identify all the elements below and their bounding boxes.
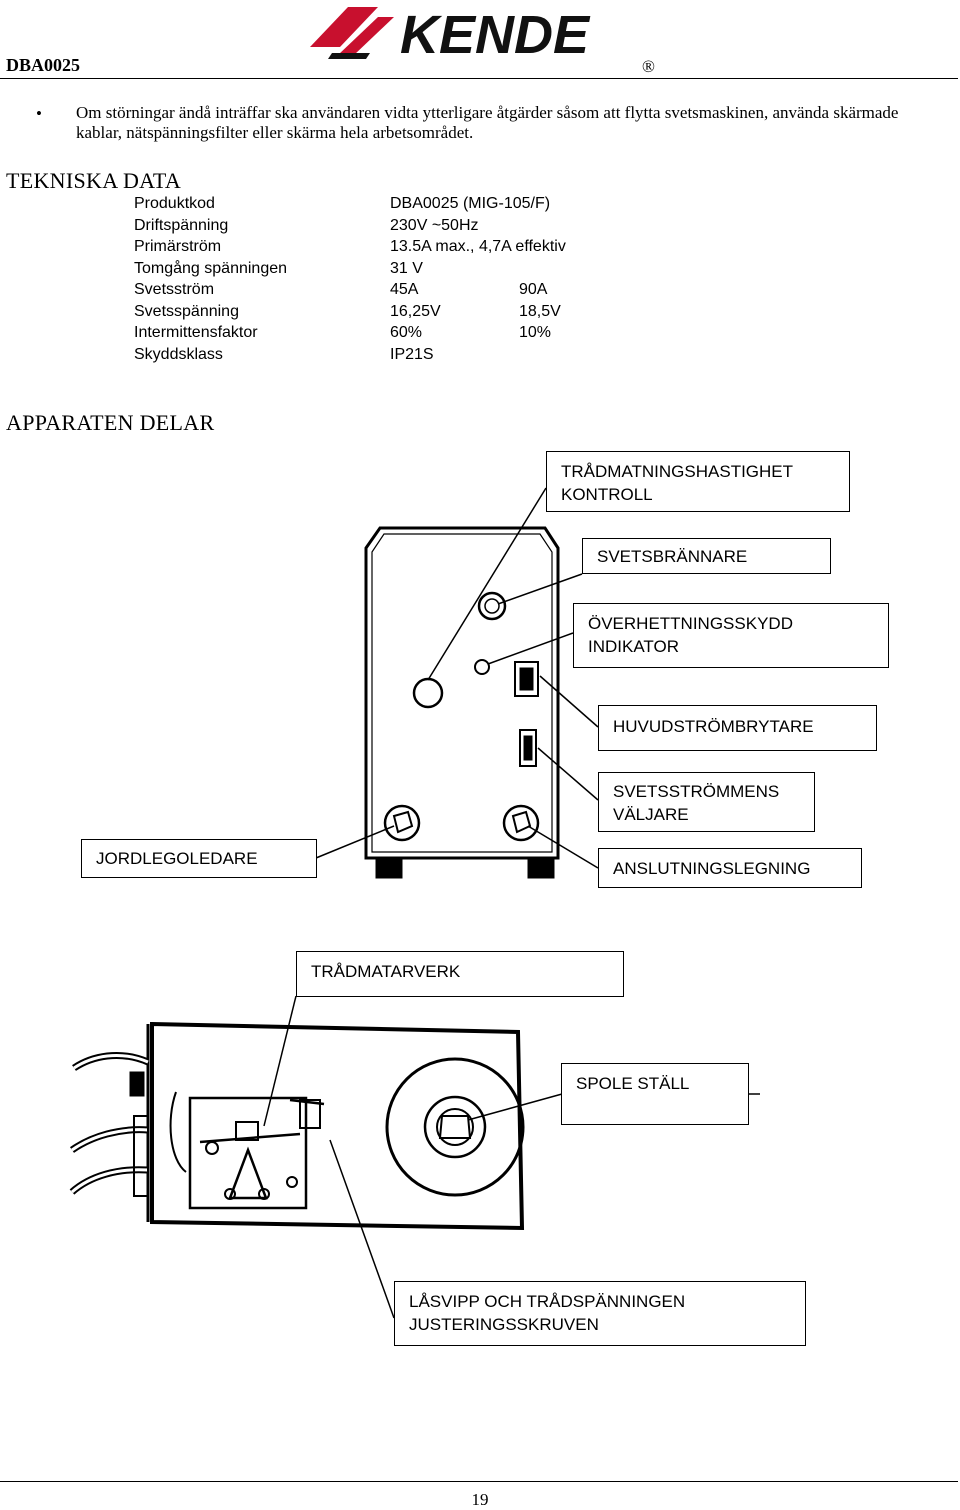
parts-heading: APPARATEN DELAR	[6, 410, 215, 435]
spec-label: Svetsström	[134, 281, 215, 298]
header-divider	[0, 78, 958, 79]
page-number: 19	[471, 1490, 489, 1509]
interior-drawing	[69, 1021, 525, 1231]
callout-wire-feeder: TRÅDMATARVERK	[296, 951, 624, 997]
spec-value-2: 10%	[519, 324, 552, 341]
front-panel-drawing	[364, 526, 560, 879]
spec-label: Svetsspänning	[134, 303, 239, 320]
kende-logo: KENDE	[310, 5, 591, 63]
callout-main-switch: HUVUDSTRÖMBRYTARE	[598, 705, 877, 751]
callout-spool-holder: SPOLE STÄLL	[561, 1063, 749, 1125]
tech-data-heading: TEKNISKA DATA	[6, 168, 182, 193]
logo-lettering: KENDE	[400, 5, 591, 63]
callout-wire-speed-control: TRÅDMATNINGSHASTIGHET KONTROLL	[546, 451, 850, 512]
document-code: DBA0025	[6, 55, 81, 75]
callout-connection-cable: ANSLUTNINGSLEGNING	[598, 848, 862, 888]
spec-value: 31 V	[390, 260, 423, 277]
bullet-marker: •	[36, 104, 42, 123]
footer-divider	[0, 1481, 958, 1482]
spec-label: Tomgång spänningen	[134, 260, 288, 277]
registered-mark: ®	[642, 57, 655, 76]
callout-current-selector: SVETSSTRÖMMENS VÄLJARE	[598, 772, 815, 832]
callout-ground-cable: JORDLEGOLEDARE	[81, 839, 317, 878]
spec-value: IP21S	[390, 346, 434, 363]
spec-label: Skyddsklass	[134, 346, 223, 363]
spec-label: Primärström	[134, 238, 222, 255]
spec-value: 60%	[390, 324, 423, 341]
callout-overheat-indicator: ÖVERHETTNINGSSKYDD INDIKATOR	[573, 603, 889, 668]
front-callout-lines	[315, 487, 599, 869]
spec-value: 16,25V	[390, 303, 441, 320]
spec-value: 230V ~50Hz	[390, 217, 479, 234]
spec-value-2: 90A	[519, 281, 548, 298]
spec-value: 45A	[390, 281, 419, 298]
spec-value: DBA0025 (MIG-105/F)	[390, 195, 551, 212]
spec-label: Produktkod	[134, 195, 215, 212]
spec-label: Driftspänning	[134, 217, 229, 234]
callout-tension-screw: LÅSVIPP OCH TRÅDSPÄNNINGEN JUSTERINGSSKR…	[394, 1281, 806, 1346]
callout-welding-torch: SVETSBRÄNNARE	[582, 538, 831, 574]
spec-label: Intermittensfaktor	[134, 324, 258, 341]
interior-callout-lines	[263, 995, 760, 1319]
spec-value: 13.5A max., 4,7A effektiv	[390, 238, 566, 255]
intro-paragraph: Om störningar ändå inträffar ska använda…	[76, 103, 899, 142]
spec-value-2: 18,5V	[519, 303, 561, 320]
